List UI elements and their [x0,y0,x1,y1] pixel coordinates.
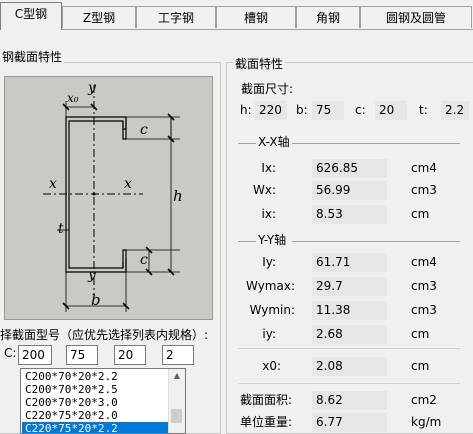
list-item[interactable]: C200*70*20*2.2 [25,370,118,383]
scroll-up-arrow-icon[interactable]: ▲ [173,371,181,380]
dim-value-b: 75 [312,101,344,120]
area-label: 截面面积: [240,393,293,407]
iy-radius-label: iy: [262,327,276,341]
label-y-bottom: y [88,267,96,283]
label-x-left: x [49,176,57,192]
list-item-selected[interactable]: C220*75*20*2.2 [22,422,170,433]
weight-value: 6.77 [312,413,387,432]
x0-label: x0: [262,359,281,373]
ix-radius-label: ix: [261,207,276,221]
wymax-value: 29.7 [312,277,387,296]
wx-label: Wx: [252,183,276,197]
xx-divider-left [238,143,256,144]
wymin-value: 11.38 [312,301,387,320]
tab-i-beam[interactable]: 工字钢 [136,6,216,28]
iy-radius-value: 2.68 [312,325,387,344]
yy-divider-left [238,241,256,242]
left-group-title: 钢截面特性 [0,48,65,65]
tab-divider [0,29,473,30]
x0-value: 2.08 [312,357,387,376]
dim-value-c: 20 [375,101,407,120]
dim-label-b: b: [296,103,308,117]
iy-label: Iy: [262,255,276,269]
input-h[interactable]: 200 [18,345,52,365]
tab-channel[interactable]: 槽钢 [216,6,296,28]
tab-bar: C型钢 Z型钢 工字钢 槽钢 角钢 圆钢及圆管 [0,0,473,32]
input-t[interactable]: 2 [162,345,194,365]
right-group-title: 截面特性 [233,55,286,72]
tab-c-steel[interactable]: C型钢 [0,2,62,30]
label-c-bottom: c [140,252,148,268]
label-b: b [91,291,101,309]
dim-label-c: c: [355,103,366,117]
input-c[interactable]: 20 [114,345,146,365]
wymax-label: Wymax: [246,279,295,293]
yy-divider-right [292,241,460,242]
xx-axis-title: X-X轴 [258,135,290,149]
label-h: h [173,187,183,205]
label-x-right: x [124,176,132,192]
c-section-diagram: y x₀ c x x h t c y b [4,76,213,320]
dims-title: 截面尺寸: [241,82,294,96]
dim-label-t: t: [419,103,428,117]
wymax-unit: cm3 [411,279,437,293]
dim-label-h: h: [240,103,252,117]
area-unit: cm2 [411,393,437,407]
c-label: C: [4,346,17,360]
label-t: t [58,221,64,237]
area-value: 8.62 [312,391,387,410]
xx-divider-right [292,143,460,144]
wx-unit: cm3 [411,183,437,197]
label-y-top: y [88,80,96,96]
ix-value: 626.85 [312,159,387,178]
dim-value-t: 2.2 [441,101,469,120]
x0-unit: cm [411,359,430,373]
iy-value: 61.71 [312,253,387,272]
wymin-unit: cm3 [411,303,437,317]
ix-radius-value: 8.53 [312,205,387,224]
input-b[interactable]: 75 [66,345,98,365]
ix-label: Ix: [261,161,276,175]
weight-unit: kg/m [411,415,442,429]
ix-radius-unit: cm [411,207,430,221]
select-prompt: 择截面型号（应优先选择列表内规格）: [0,328,209,342]
x0-divider [238,348,460,349]
wx-value: 56.99 [312,181,387,200]
ix-unit: cm4 [411,161,437,175]
iy-radius-unit: cm [411,327,430,341]
tab-z-steel[interactable]: Z型钢 [62,6,136,28]
list-scrollbar[interactable]: ▲ [168,369,185,433]
section-size-list[interactable]: C200*70*20*2.2 C200*70*20*2.5 C200*70*20… [20,368,186,434]
scroll-thumb[interactable] [171,409,182,423]
list-item[interactable]: C220*75*20*2.0 [25,409,118,422]
tab-round-tube[interactable]: 圆钢及圆管 [360,6,472,28]
list-item[interactable]: C200*70*20*3.0 [25,396,118,409]
weight-label: 单位重量: [240,415,293,429]
tab-angle[interactable]: 角钢 [296,6,360,28]
label-x0: x₀ [67,91,79,105]
area-divider [238,383,460,384]
c-section-drawing [43,85,180,312]
label-c-top: c [140,122,148,138]
list-item[interactable]: C200*70*20*2.5 [25,383,118,396]
yy-axis-title: Y-Y轴 [258,233,287,247]
dim-value-h: 220 [255,101,287,120]
wymin-label: Wymin: [249,303,295,317]
iy-unit: cm4 [411,255,437,269]
